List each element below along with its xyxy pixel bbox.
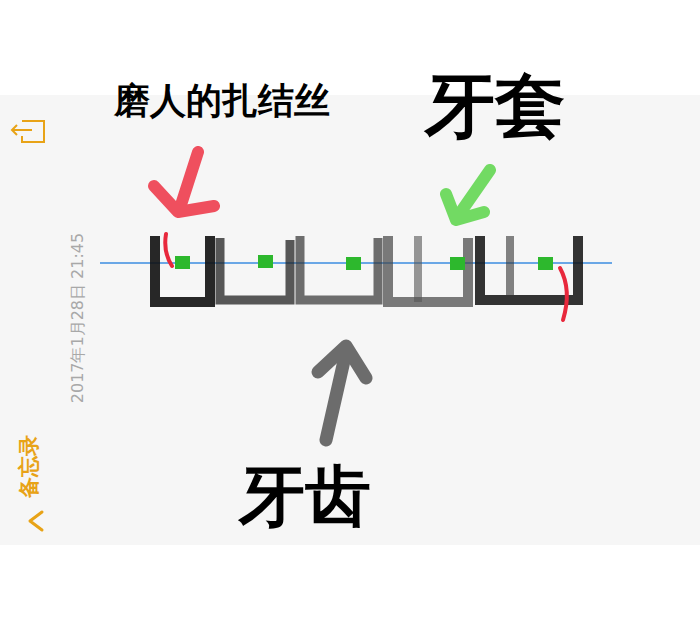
timestamp: 2017年1月28日 21:45 [69, 233, 87, 403]
brackets [175, 255, 553, 270]
red-arrow [154, 152, 214, 212]
back-icon [12, 121, 44, 142]
back-chevron [30, 512, 42, 530]
green-arrow [446, 170, 490, 220]
ligature-wire [165, 234, 567, 320]
callout-label: 磨人的扎结丝 [114, 81, 330, 121]
app-name: 备忘录 [18, 435, 41, 498]
grey-arrow [318, 346, 366, 440]
callout-label: 牙套 [425, 68, 565, 145]
paper-ground [0, 95, 700, 545]
callout-label: 牙齿 [239, 461, 371, 534]
teeth [155, 236, 578, 302]
